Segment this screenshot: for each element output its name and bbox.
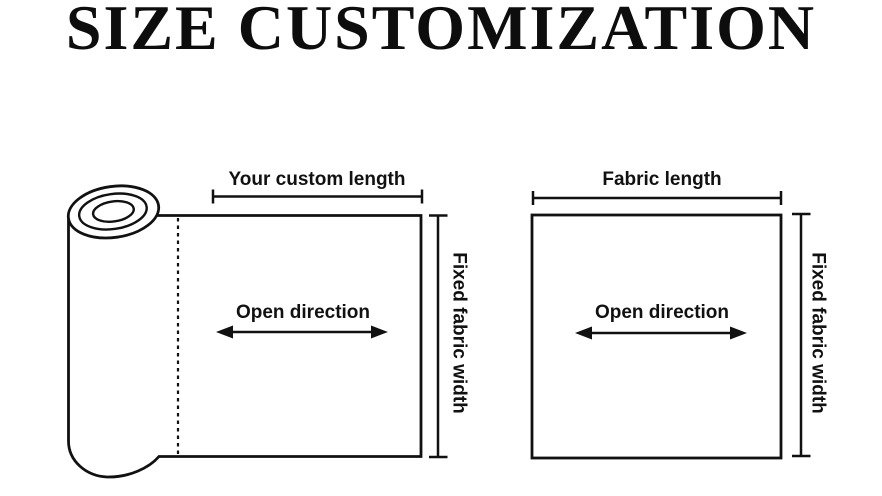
fabric-length-label: Fabric length (602, 169, 721, 190)
fabric-roll-figure: Your custom length Fixed fabric width Op… (66, 169, 470, 479)
roll-end-rings-icon (66, 184, 161, 240)
custom-length-label: Your custom length (229, 169, 406, 190)
fabric-roll-body (67, 214, 423, 479)
fabric-width-dimension-line-right (792, 212, 811, 458)
fabric-sheet-outline (530, 213, 783, 460)
open-direction-label-right: Open direction (595, 302, 729, 323)
custom-length-dimension-line (211, 189, 424, 204)
fabric-length-dimension-line (531, 191, 783, 205)
flat-fabric-figure: Fabric length Fixed fabric width Open di… (530, 169, 829, 460)
page-title: SIZE CUSTOMIZATION (65, 0, 817, 63)
open-direction-label-left: Open direction (236, 302, 370, 323)
fabric-width-label-left: Fixed fabric width (449, 252, 470, 414)
open-direction-arrow-left (216, 325, 388, 339)
fabric-width-label-right: Fixed fabric width (808, 252, 829, 414)
fabric-width-dimension-line-left (429, 214, 448, 459)
open-direction-arrow-right (575, 326, 747, 340)
